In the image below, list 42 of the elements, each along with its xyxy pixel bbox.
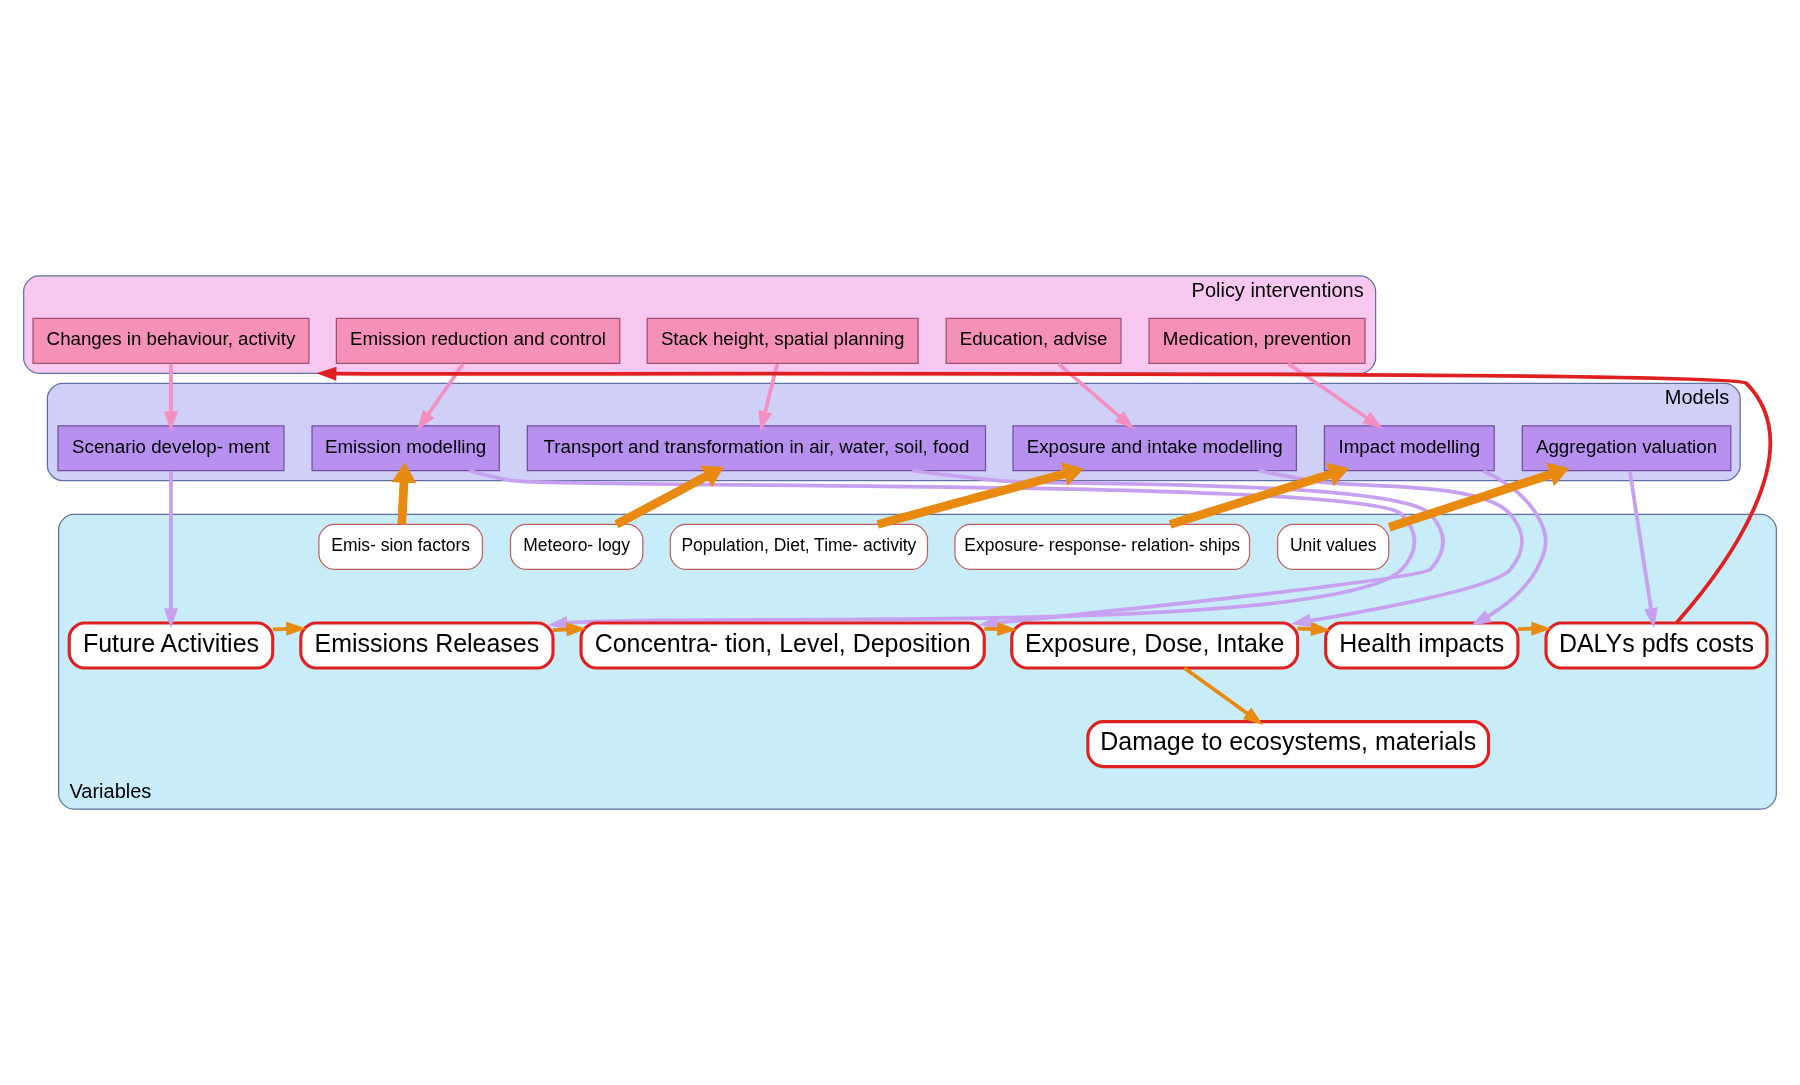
node-box: Transport and transformation in air, water, soil, food: [526, 425, 987, 472]
arrow: [876, 461, 1084, 529]
arrow: [163, 471, 178, 629]
node-box: Emission modelling: [311, 425, 500, 472]
node-box: Future Activities: [67, 621, 275, 670]
node-box: Exposure and intake modelling: [1012, 425, 1297, 472]
arrow: [1258, 468, 1524, 628]
node-box: DALYs pdfs costs: [1544, 621, 1769, 670]
node-box: Damage to ecosystems, materials: [1086, 720, 1491, 769]
arrow: [758, 363, 780, 432]
arrow: [1183, 666, 1264, 725]
node-box: Unit values: [1277, 523, 1390, 570]
node-box: Changes in behaviour, activity: [32, 317, 310, 364]
node-box: Emissions Releases: [299, 621, 555, 670]
arrow: [984, 622, 1018, 637]
node-box: Exposure, Dose, Intake: [1010, 621, 1300, 670]
arrow: [417, 362, 465, 431]
arrow: [912, 468, 1445, 630]
arrow: [1297, 622, 1331, 637]
node-box: Emis- sion factors: [318, 523, 484, 570]
arrow: [1471, 469, 1548, 626]
arrow: [1287, 362, 1383, 429]
arrow: [163, 363, 178, 432]
node-box: Emission reduction and control: [335, 317, 621, 364]
arrow: [1628, 470, 1658, 629]
arrow: [391, 462, 417, 525]
arrow: [1168, 462, 1350, 529]
node-box: Population, Diet, Time- activity: [669, 523, 929, 570]
node-box: Health impacts: [1324, 621, 1520, 670]
arrow: [1057, 362, 1135, 430]
arrow: [272, 621, 307, 636]
arrow: [1387, 462, 1570, 532]
arrow: [1517, 621, 1552, 636]
node-box: Scenario develop- ment: [57, 425, 285, 472]
node-box: Impact modelling: [1323, 425, 1495, 472]
node-box: Education, advise: [945, 317, 1122, 364]
node-box: Aggregation valuation: [1521, 425, 1732, 472]
node-box: Medication, prevention: [1148, 317, 1366, 364]
node-box: Exposure- response- relation- ships: [954, 523, 1251, 570]
node-box: Stack height, spatial planning: [646, 317, 919, 364]
node-box: Concentra- tion, Level, Deposition: [579, 621, 986, 670]
node-box: Meteoro- logy: [509, 523, 644, 570]
